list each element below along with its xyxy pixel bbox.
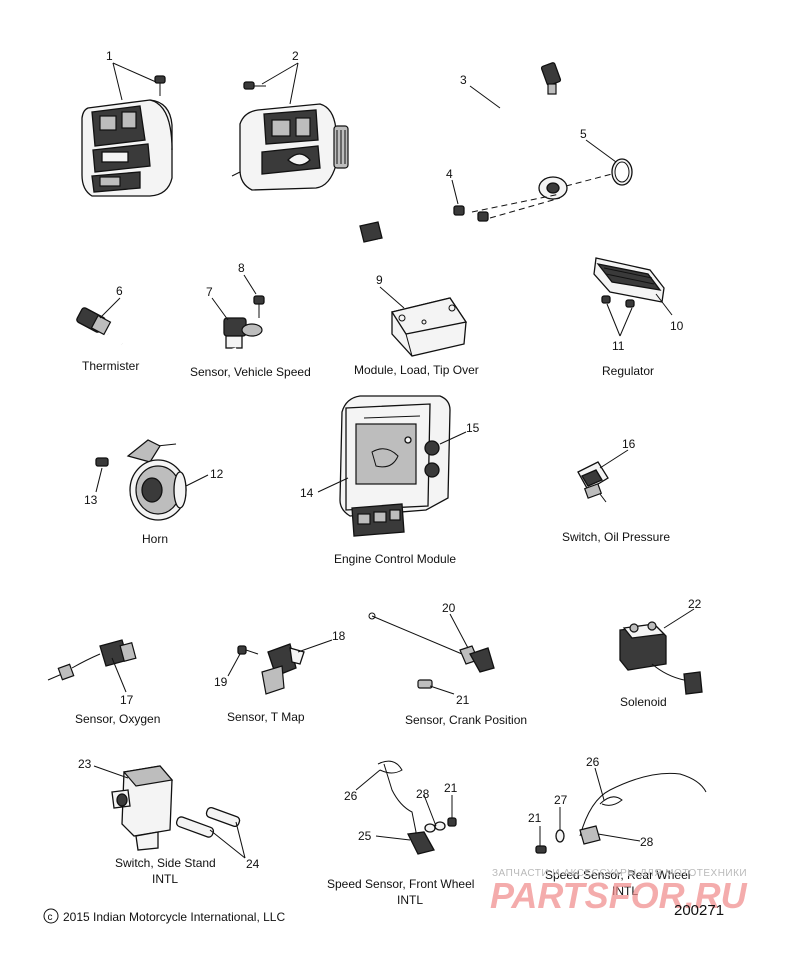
callout-numbers: 1 2 3 4 5 6 7 8 9 10 11 12 13 14 15 16 1… xyxy=(78,49,702,871)
callout-21-front: 21 xyxy=(444,781,458,795)
front-wheel-speed-sensor xyxy=(377,760,457,855)
callout-5: 5 xyxy=(580,127,587,141)
label-rear-wheel-speed-sensor: Speed Sensor, Rear Wheel xyxy=(545,868,690,882)
label-vehicle-speed-sensor: Sensor, Vehicle Speed xyxy=(190,365,311,379)
label-front-wheel-speed-sensor-intl: INTL xyxy=(397,893,423,907)
callout-8: 8 xyxy=(238,261,245,275)
callout-9: 9 xyxy=(376,273,383,287)
crank-position-sensor xyxy=(368,612,495,689)
callout-15: 15 xyxy=(466,421,480,435)
callout-11: 11 xyxy=(612,339,625,353)
label-regulator: Regulator xyxy=(602,364,654,378)
callout-17: 17 xyxy=(120,693,134,707)
screw-1 xyxy=(154,75,166,96)
callout-21-rear: 21 xyxy=(528,811,542,825)
drawing-number: 200271 xyxy=(674,902,724,919)
left-handlebar-switch xyxy=(81,99,173,197)
callout-4: 4 xyxy=(446,167,453,181)
engine-control-module xyxy=(339,395,451,537)
callout-18: 18 xyxy=(332,629,346,643)
callout-10: 10 xyxy=(670,319,684,333)
fastener-4 xyxy=(453,205,489,222)
label-oil-pressure-switch: Switch, Oil Pressure xyxy=(562,530,670,544)
horn xyxy=(95,439,187,521)
tip-over-module xyxy=(359,221,468,357)
callout-28-front: 28 xyxy=(416,787,430,801)
label-side-stand-switch: Switch, Side Stand xyxy=(115,856,216,870)
callout-25: 25 xyxy=(358,829,372,843)
label-t-map-sensor: Sensor, T Map xyxy=(227,710,305,724)
callout-23: 23 xyxy=(78,757,92,771)
callout-21-crank: 21 xyxy=(456,693,470,707)
label-thermister: Thermister xyxy=(82,359,139,373)
callout-24: 24 xyxy=(246,857,260,871)
regulator xyxy=(593,257,665,308)
callout-20: 20 xyxy=(442,601,456,615)
callout-28-rear: 28 xyxy=(640,835,654,849)
label-rear-wheel-speed-sensor-intl: INTL xyxy=(612,884,638,898)
callout-26-front: 26 xyxy=(344,789,358,803)
watermark: ЗАПЧАСТИ И АКСЕССУАРЫ ДЛЯ МОТОТЕХНИКИ PA… xyxy=(490,868,748,916)
screw-2 xyxy=(243,81,266,90)
callout-6: 6 xyxy=(116,284,123,298)
callout-19: 19 xyxy=(214,675,228,689)
label-horn: Horn xyxy=(142,532,168,546)
solenoid xyxy=(619,621,703,695)
copyright-circle xyxy=(43,908,59,924)
oxygen-sensor xyxy=(47,639,137,681)
thermister xyxy=(76,307,123,346)
callout-27: 27 xyxy=(554,793,568,807)
callout-7: 7 xyxy=(206,285,213,299)
callout-22: 22 xyxy=(688,597,702,611)
sensor-tube-assembly xyxy=(453,43,633,222)
rear-wheel-speed-sensor xyxy=(535,772,707,854)
callout-26-rear: 26 xyxy=(586,755,600,769)
callout-16: 16 xyxy=(622,437,636,451)
label-side-stand-switch-intl: INTL xyxy=(152,872,178,886)
copyright-symbol: c xyxy=(48,912,53,923)
label-tip-over-module: Module, Load, Tip Over xyxy=(354,363,479,377)
copyright-text: 2015 Indian Motorcycle International, LL… xyxy=(63,910,285,924)
callout-1: 1 xyxy=(106,49,113,63)
label-engine-control-module: Engine Control Module xyxy=(334,552,456,566)
callout-2: 2 xyxy=(292,49,299,63)
label-crank-position-sensor: Sensor, Crank Position xyxy=(405,713,527,727)
callout-3: 3 xyxy=(460,73,467,87)
part-labels: Thermister Sensor, Vehicle Speed Module,… xyxy=(75,359,690,907)
vehicle-speed-sensor xyxy=(223,295,265,363)
callout-12: 12 xyxy=(210,467,224,481)
side-stand-switch xyxy=(111,765,241,851)
label-oxygen-sensor: Sensor, Oxygen xyxy=(75,712,160,726)
footer: c 2015 Indian Motorcycle International, … xyxy=(43,902,724,924)
right-handlebar-switch xyxy=(231,103,349,191)
watermark-tagline: ЗАПЧАСТИ И АКСЕССУАРЫ ДЛЯ МОТОТЕХНИКИ xyxy=(492,868,747,879)
leader-lines xyxy=(93,62,695,859)
callout-13: 13 xyxy=(84,493,98,507)
callout-14: 14 xyxy=(300,486,314,500)
t-map-sensor xyxy=(237,643,305,695)
label-front-wheel-speed-sensor: Speed Sensor, Front Wheel xyxy=(327,877,474,891)
watermark-brand: PARTSFOR.RU xyxy=(490,875,748,916)
label-solenoid: Solenoid xyxy=(620,695,667,709)
oil-pressure-switch xyxy=(577,461,609,503)
